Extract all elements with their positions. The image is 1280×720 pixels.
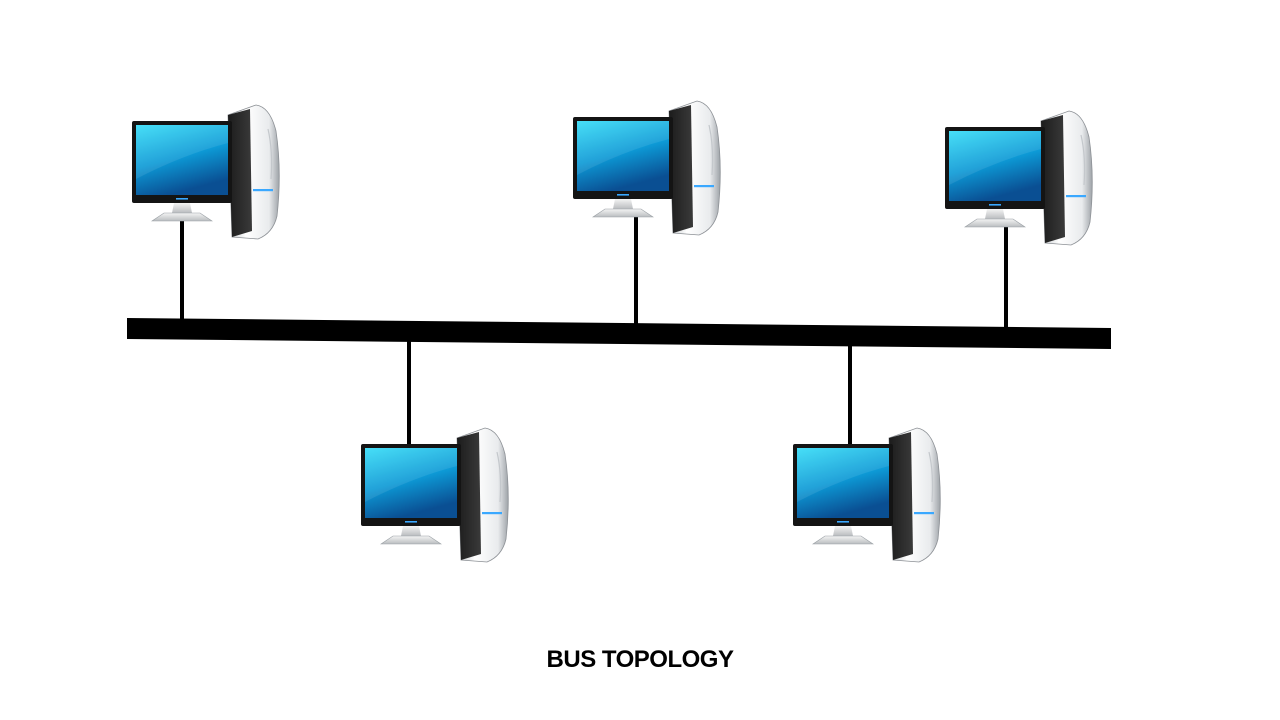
desktop-computer-icon [131,104,280,240]
drop-line-pc-4 [407,338,411,448]
diagram-caption: BUS TOPOLOGY [546,646,734,673]
desktop-computer-icon [360,427,509,563]
drop-line-pc-1 [180,218,184,321]
desktop-computer-icon [792,427,941,563]
drop-line-pc-5 [848,344,852,448]
desktop-computer-icon [572,100,721,236]
drop-line-pc-3 [1004,224,1008,330]
desktop-computer-icon [944,110,1093,246]
bus-backbone-line [127,318,1111,349]
drop-line-pc-2 [634,214,638,325]
